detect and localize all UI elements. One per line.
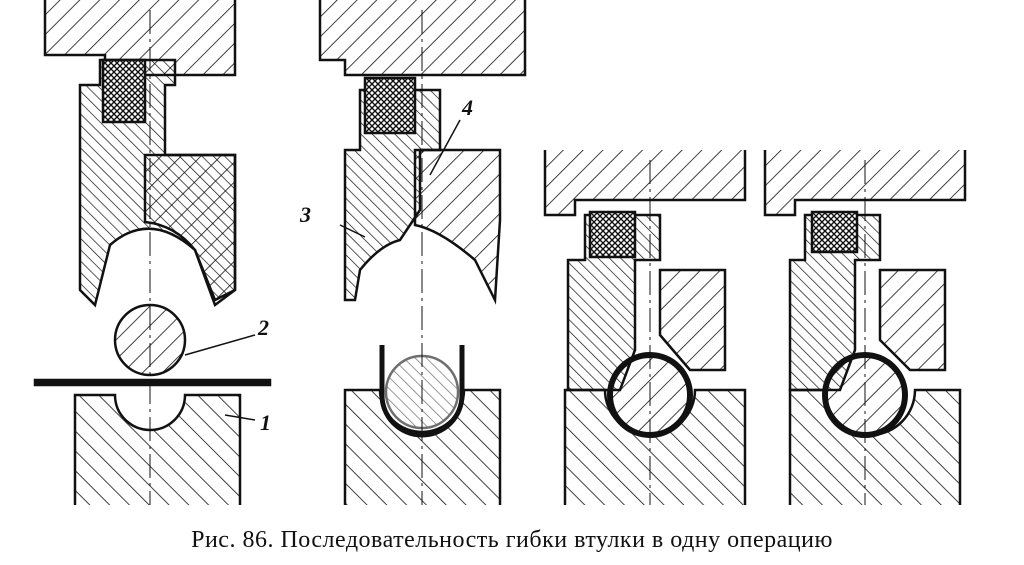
label-punch-left: 3 xyxy=(299,202,311,227)
elastic-pad xyxy=(810,210,859,254)
label-blank-roll: 2 xyxy=(257,315,269,340)
elastic-pad xyxy=(101,58,147,124)
elastic-pad xyxy=(363,76,417,135)
punch-holder xyxy=(413,148,502,305)
label-die: 1 xyxy=(260,410,271,435)
press-ram xyxy=(543,150,747,217)
stage-1 xyxy=(33,0,272,505)
figure-caption: Рис. 86. Последовательность гибки втулки… xyxy=(191,527,833,553)
punch-holder xyxy=(878,268,947,372)
punch-holder xyxy=(143,153,237,308)
punch-holder xyxy=(658,268,727,372)
stage-4 xyxy=(763,150,967,505)
die xyxy=(73,393,242,505)
stage-2 xyxy=(318,0,527,505)
label-punch-right: 4 xyxy=(461,95,473,120)
strip-blank xyxy=(33,378,272,387)
stage-3 xyxy=(543,150,747,505)
press-ram xyxy=(318,0,527,77)
elastic-pad xyxy=(588,210,637,259)
